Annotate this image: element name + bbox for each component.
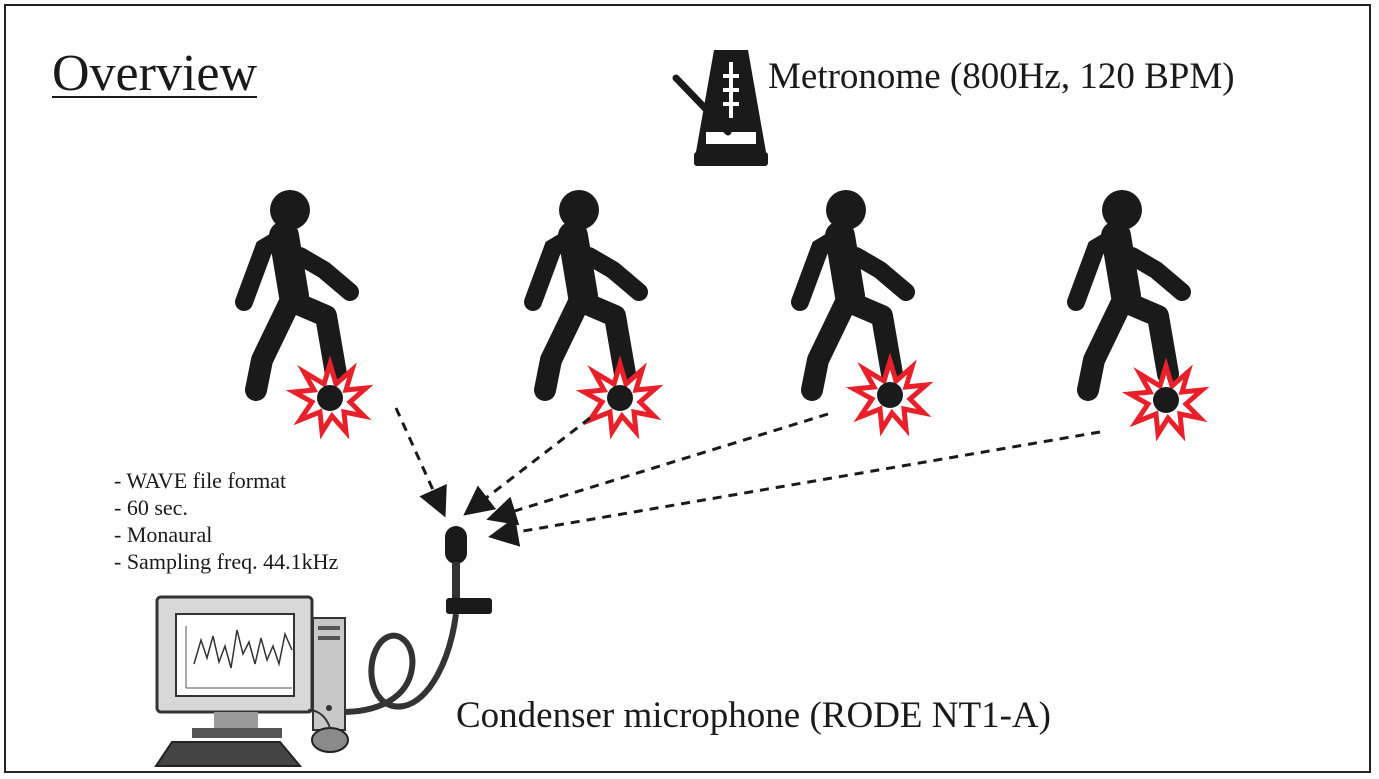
metronome-icon xyxy=(672,50,768,166)
diagram-title: Overview xyxy=(52,45,258,102)
microphone-label: Condenser microphone (RODE NT1-A) xyxy=(456,695,1051,736)
metronome-label: Metronome (800Hz, 120 BPM) xyxy=(768,56,1235,97)
footstep-burst-icon xyxy=(854,361,926,429)
desktop-computer-icon xyxy=(154,595,349,767)
condenser-microphone-icon xyxy=(341,526,492,715)
footstep-burst-icon xyxy=(1130,366,1202,434)
figure-border xyxy=(4,4,1371,773)
footstep-burst-icon xyxy=(294,364,366,432)
walking-person-icon xyxy=(533,190,639,390)
spec-item: - Monaural xyxy=(114,522,213,547)
recording-specs-list: - WAVE file format - 60 sec. - Monaural … xyxy=(114,467,338,575)
sound-path-arrows xyxy=(394,407,1101,547)
spec-item: - Sampling freq. 44.1kHz xyxy=(114,549,339,574)
footstep-burst-icon xyxy=(584,364,656,432)
walking-person-icon xyxy=(244,190,350,390)
spec-item: - 60 sec. xyxy=(114,495,188,520)
spec-item: - WAVE file format xyxy=(114,468,287,493)
